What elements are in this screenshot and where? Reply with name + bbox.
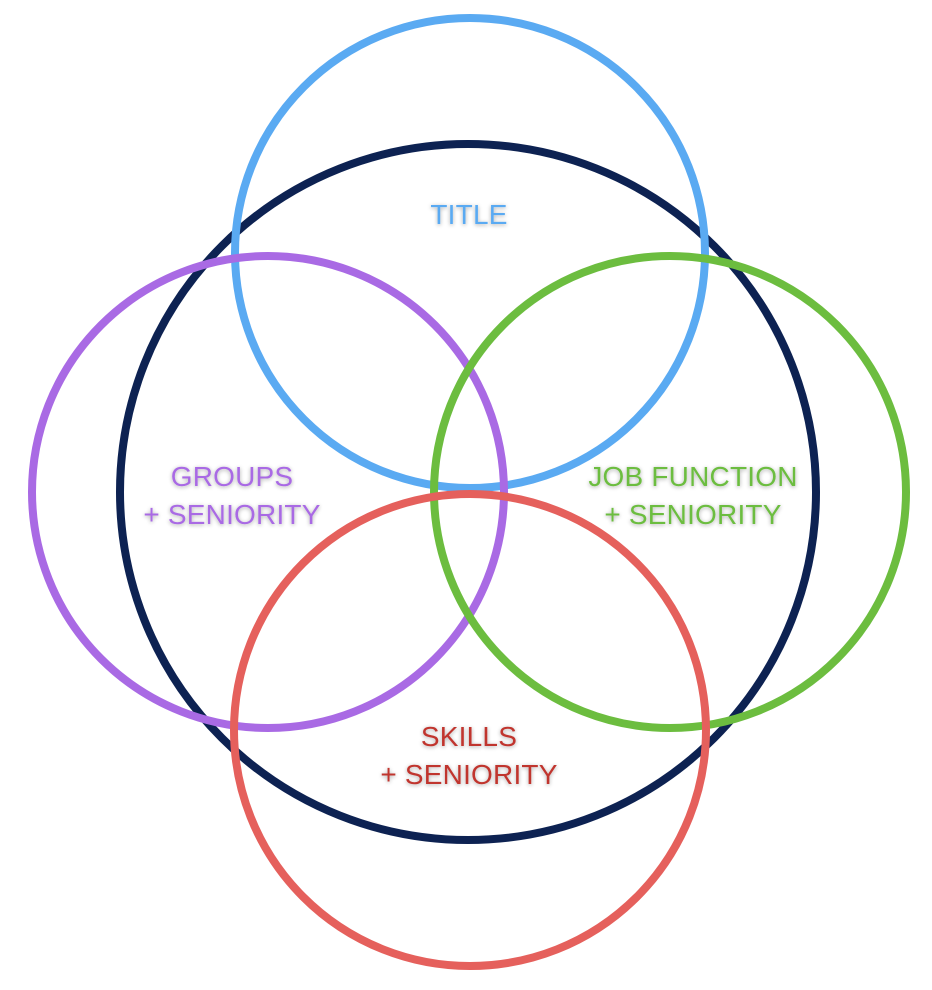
skills-seniority-label: SKILLS + SENIORITY (380, 721, 557, 790)
groups-seniority-circle (28, 252, 508, 732)
skills-label-line-1: SKILLS (421, 721, 517, 752)
skills-label-line-2: + SENIORITY (380, 759, 557, 790)
job-function-seniority-label: JOB FUNCTION + SENIORITY (588, 461, 797, 530)
outer-scope-circle (116, 140, 820, 844)
title-circle (231, 14, 709, 492)
title-label: TITLE (430, 199, 507, 230)
groups-label-line-1: GROUPS (171, 461, 294, 492)
job-function-label-line-2: + SENIORITY (604, 499, 781, 530)
skills-seniority-circle (230, 490, 710, 970)
title-label-line-1: TITLE (430, 199, 507, 230)
job-function-label-line-1: JOB FUNCTION (588, 461, 797, 492)
groups-seniority-label: GROUPS + SENIORITY (143, 461, 320, 530)
job-function-seniority-circle (430, 252, 910, 732)
groups-label-line-2: + SENIORITY (143, 499, 320, 530)
